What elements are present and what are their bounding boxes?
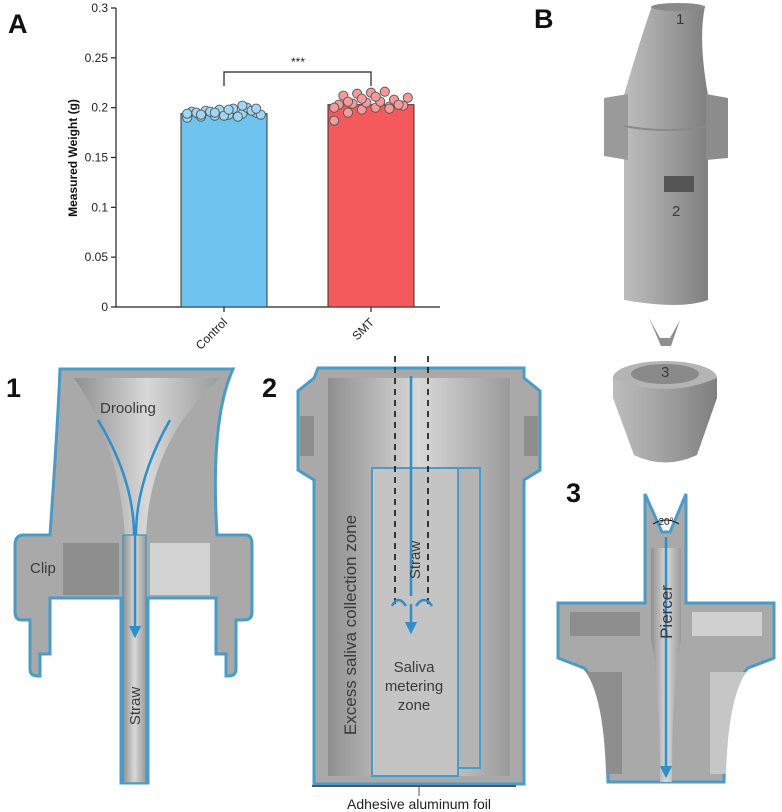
piercer-flange-left [570, 612, 640, 636]
data-point [356, 93, 367, 104]
snap-right [524, 416, 538, 456]
device-render: 1 2 3 [604, 3, 728, 463]
panel-label-a: A [8, 9, 28, 39]
bar-smt [327, 104, 415, 308]
drooling-label: Drooling [100, 400, 156, 417]
y-tick-label: 0.2 [91, 101, 108, 115]
significance-bracket [223, 71, 372, 86]
flow-curl-left [390, 598, 408, 607]
flow-line-right [134, 419, 172, 536]
angle-arc [652, 519, 680, 525]
significance-label: *** [291, 55, 305, 69]
data-point [232, 111, 243, 122]
section-2-diagram: Straw Excess saliva collection zone Sali… [296, 356, 542, 812]
data-point [379, 86, 390, 97]
x-tick-label: SMT [349, 315, 377, 343]
foil-label: Adhesive aluminum foil [347, 796, 491, 812]
data-point [251, 103, 262, 114]
data-point [195, 109, 207, 120]
straw-label-1: Straw [127, 687, 144, 726]
render-piercer-tip [649, 318, 680, 346]
data-point [223, 104, 234, 115]
bars [180, 104, 415, 308]
straw-label-2: Straw [407, 541, 424, 580]
render-seam [623, 125, 709, 131]
section-label-1: 1 [6, 373, 21, 403]
data-point [370, 91, 381, 102]
y-tick-label: 0 [101, 300, 108, 314]
render-label-1: 1 [676, 11, 684, 28]
data-point [356, 104, 367, 115]
piercer-label: Piercer [657, 585, 676, 639]
metering-label-2: metering [385, 678, 443, 695]
y-tick-label: 0.05 [85, 250, 109, 264]
data-point [393, 99, 404, 110]
y-tick-label: 0.15 [85, 151, 109, 165]
render-clip-left [604, 94, 628, 160]
metering-column [371, 467, 459, 777]
x-ticks: Control SMT [193, 307, 378, 352]
render-label-3: 3 [661, 364, 669, 381]
data-point [182, 108, 193, 119]
render-piercer-base [613, 378, 717, 463]
y-ticks: 0 0.05 0.1 0.15 0.2 0.25 0.3 [85, 1, 116, 314]
metering-label-3: zone [398, 697, 431, 714]
data-points [182, 86, 413, 126]
y-tick-label: 0.1 [91, 200, 108, 214]
section-label-3: 3 [566, 478, 581, 508]
data-point [384, 103, 395, 114]
render-clip-right [706, 94, 728, 160]
angle-label: 20° [658, 517, 673, 528]
render-window [664, 176, 694, 192]
excess-zone-label: Excess saliva collection zone [341, 515, 360, 735]
flow-curl-right [414, 598, 434, 607]
piercer-flange-right [692, 612, 762, 636]
clip-window-right [150, 543, 210, 595]
clip-label: Clip [30, 560, 56, 577]
snap-left [300, 416, 314, 456]
piercer-base-left [586, 672, 622, 774]
render-piercer-hole [631, 364, 699, 384]
data-point [342, 107, 354, 118]
y-tick-label: 0.25 [85, 51, 109, 65]
x-tick-label: Control [193, 315, 230, 352]
metering-label-1: Saliva [394, 659, 436, 676]
data-point [342, 96, 354, 107]
render-body [624, 6, 708, 305]
section-3-diagram: 20° Piercer [556, 493, 776, 784]
data-point [237, 100, 248, 111]
section-1-diagram: Drooling Clip Straw [13, 367, 254, 785]
piercer-base-right [710, 672, 746, 774]
bar-control [180, 113, 268, 308]
data-point [329, 115, 340, 126]
y-axis-label: Measured Weight (g) [66, 99, 80, 217]
data-point [209, 107, 220, 118]
data-point [402, 92, 413, 103]
clip-window-left [63, 543, 119, 595]
render-top-rim [651, 3, 705, 11]
section-label-2: 2 [262, 373, 277, 403]
y-tick-label: 0.3 [91, 1, 108, 15]
data-point [329, 102, 340, 113]
panel-label-b: B [534, 4, 554, 34]
inner-wall-right [457, 467, 481, 769]
render-label-2: 2 [672, 203, 680, 220]
funnel-interior [74, 378, 220, 535]
bar-chart: Measured Weight (g) 00.050.10.150.20.250… [66, 1, 440, 352]
flow-line-left [96, 419, 136, 536]
